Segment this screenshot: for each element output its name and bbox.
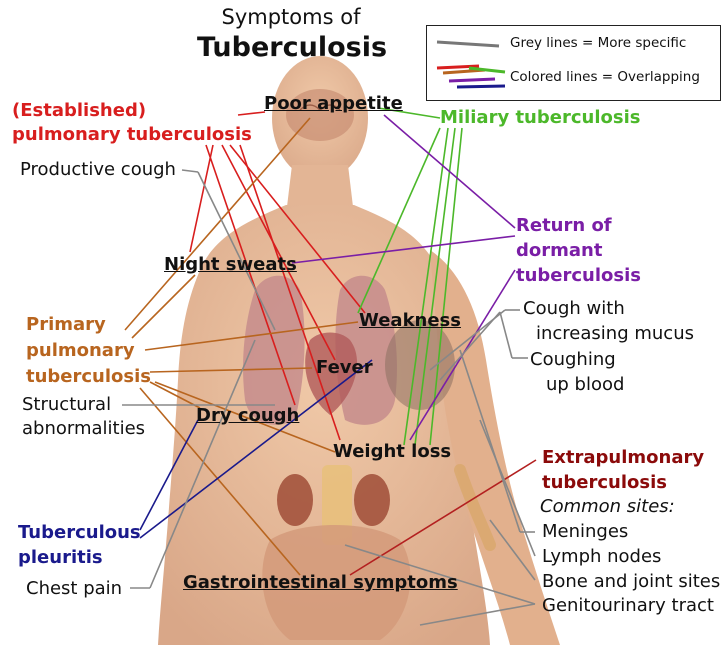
symptom-productive-cough: Productive cough xyxy=(20,159,176,180)
category-primary-line3: tuberculosis xyxy=(26,366,152,387)
brain xyxy=(286,89,354,141)
title-line2: Tuberculosis xyxy=(196,32,388,63)
category-dormant-line2: dormant xyxy=(516,240,603,261)
kidney-left xyxy=(277,474,313,526)
category-established-line1: (Established) xyxy=(12,100,147,121)
symptom-fever: Fever xyxy=(316,357,373,378)
symptom-weight-loss: Weight loss xyxy=(333,441,452,462)
symptom-cough-mucus-line1: Cough with xyxy=(523,298,625,319)
category-extrapulmonary-line1: Extrapulmonary xyxy=(542,447,705,468)
heart xyxy=(305,332,358,415)
category-dormant-line1: Return of xyxy=(516,215,612,236)
connector-lines xyxy=(122,107,537,626)
site-meninges: Meninges xyxy=(542,521,629,542)
category-extrapulmonary-line3: Common sites: xyxy=(540,496,675,517)
symptom-cough-mucus-line2: increasing mucus xyxy=(536,323,694,344)
symptom-coughing-blood-line1: Coughing xyxy=(530,349,616,370)
symptom-night-sweats: Night sweats xyxy=(164,254,297,275)
category-pleuritis-line2: pleuritis xyxy=(18,547,103,568)
title-line1: Symptoms of xyxy=(221,5,361,29)
symptom-weakness: Weakness xyxy=(359,310,461,331)
symptom-structural-line1: Structural xyxy=(22,394,112,415)
symptom-structural-line2: abnormalities xyxy=(22,418,146,439)
symptom-dry-cough: Dry cough xyxy=(196,405,300,426)
body-silhouette xyxy=(158,56,560,645)
category-miliary: Miliary tuberculosis xyxy=(440,107,641,128)
arm-bone xyxy=(454,464,496,551)
legend-colored-text: Colored lines = Overlapping xyxy=(510,69,700,85)
category-dormant-line3: tuberculosis xyxy=(516,265,642,286)
category-primary-line2: pulmonary xyxy=(26,340,135,361)
symptom-coughing-blood-line2: up blood xyxy=(546,374,625,395)
site-lymph-nodes: Lymph nodes xyxy=(542,546,662,567)
site-genitourinary: Genitourinary tract xyxy=(542,595,714,616)
site-bone-joint: Bone and joint sites xyxy=(542,571,721,592)
category-primary-line1: Primary xyxy=(26,314,106,335)
legend-grey-text: Grey lines = More specific xyxy=(510,35,687,51)
legend: Grey lines = More specific Colored lines… xyxy=(426,25,721,101)
infected-area xyxy=(385,320,455,410)
symptom-chest-pain: Chest pain xyxy=(26,578,123,599)
spine xyxy=(322,465,352,545)
symptom-gi: Gastrointestinal symptoms xyxy=(183,572,458,593)
category-pleuritis-line1: Tuberculous xyxy=(18,522,141,543)
category-extrapulmonary-line2: tuberculosis xyxy=(542,472,668,493)
legend-swatches xyxy=(436,40,506,89)
kidney-right xyxy=(354,474,390,526)
category-established-line2: pulmonary tuberculosis xyxy=(12,124,252,145)
symptom-poor-appetite: Poor appetite xyxy=(264,93,403,114)
